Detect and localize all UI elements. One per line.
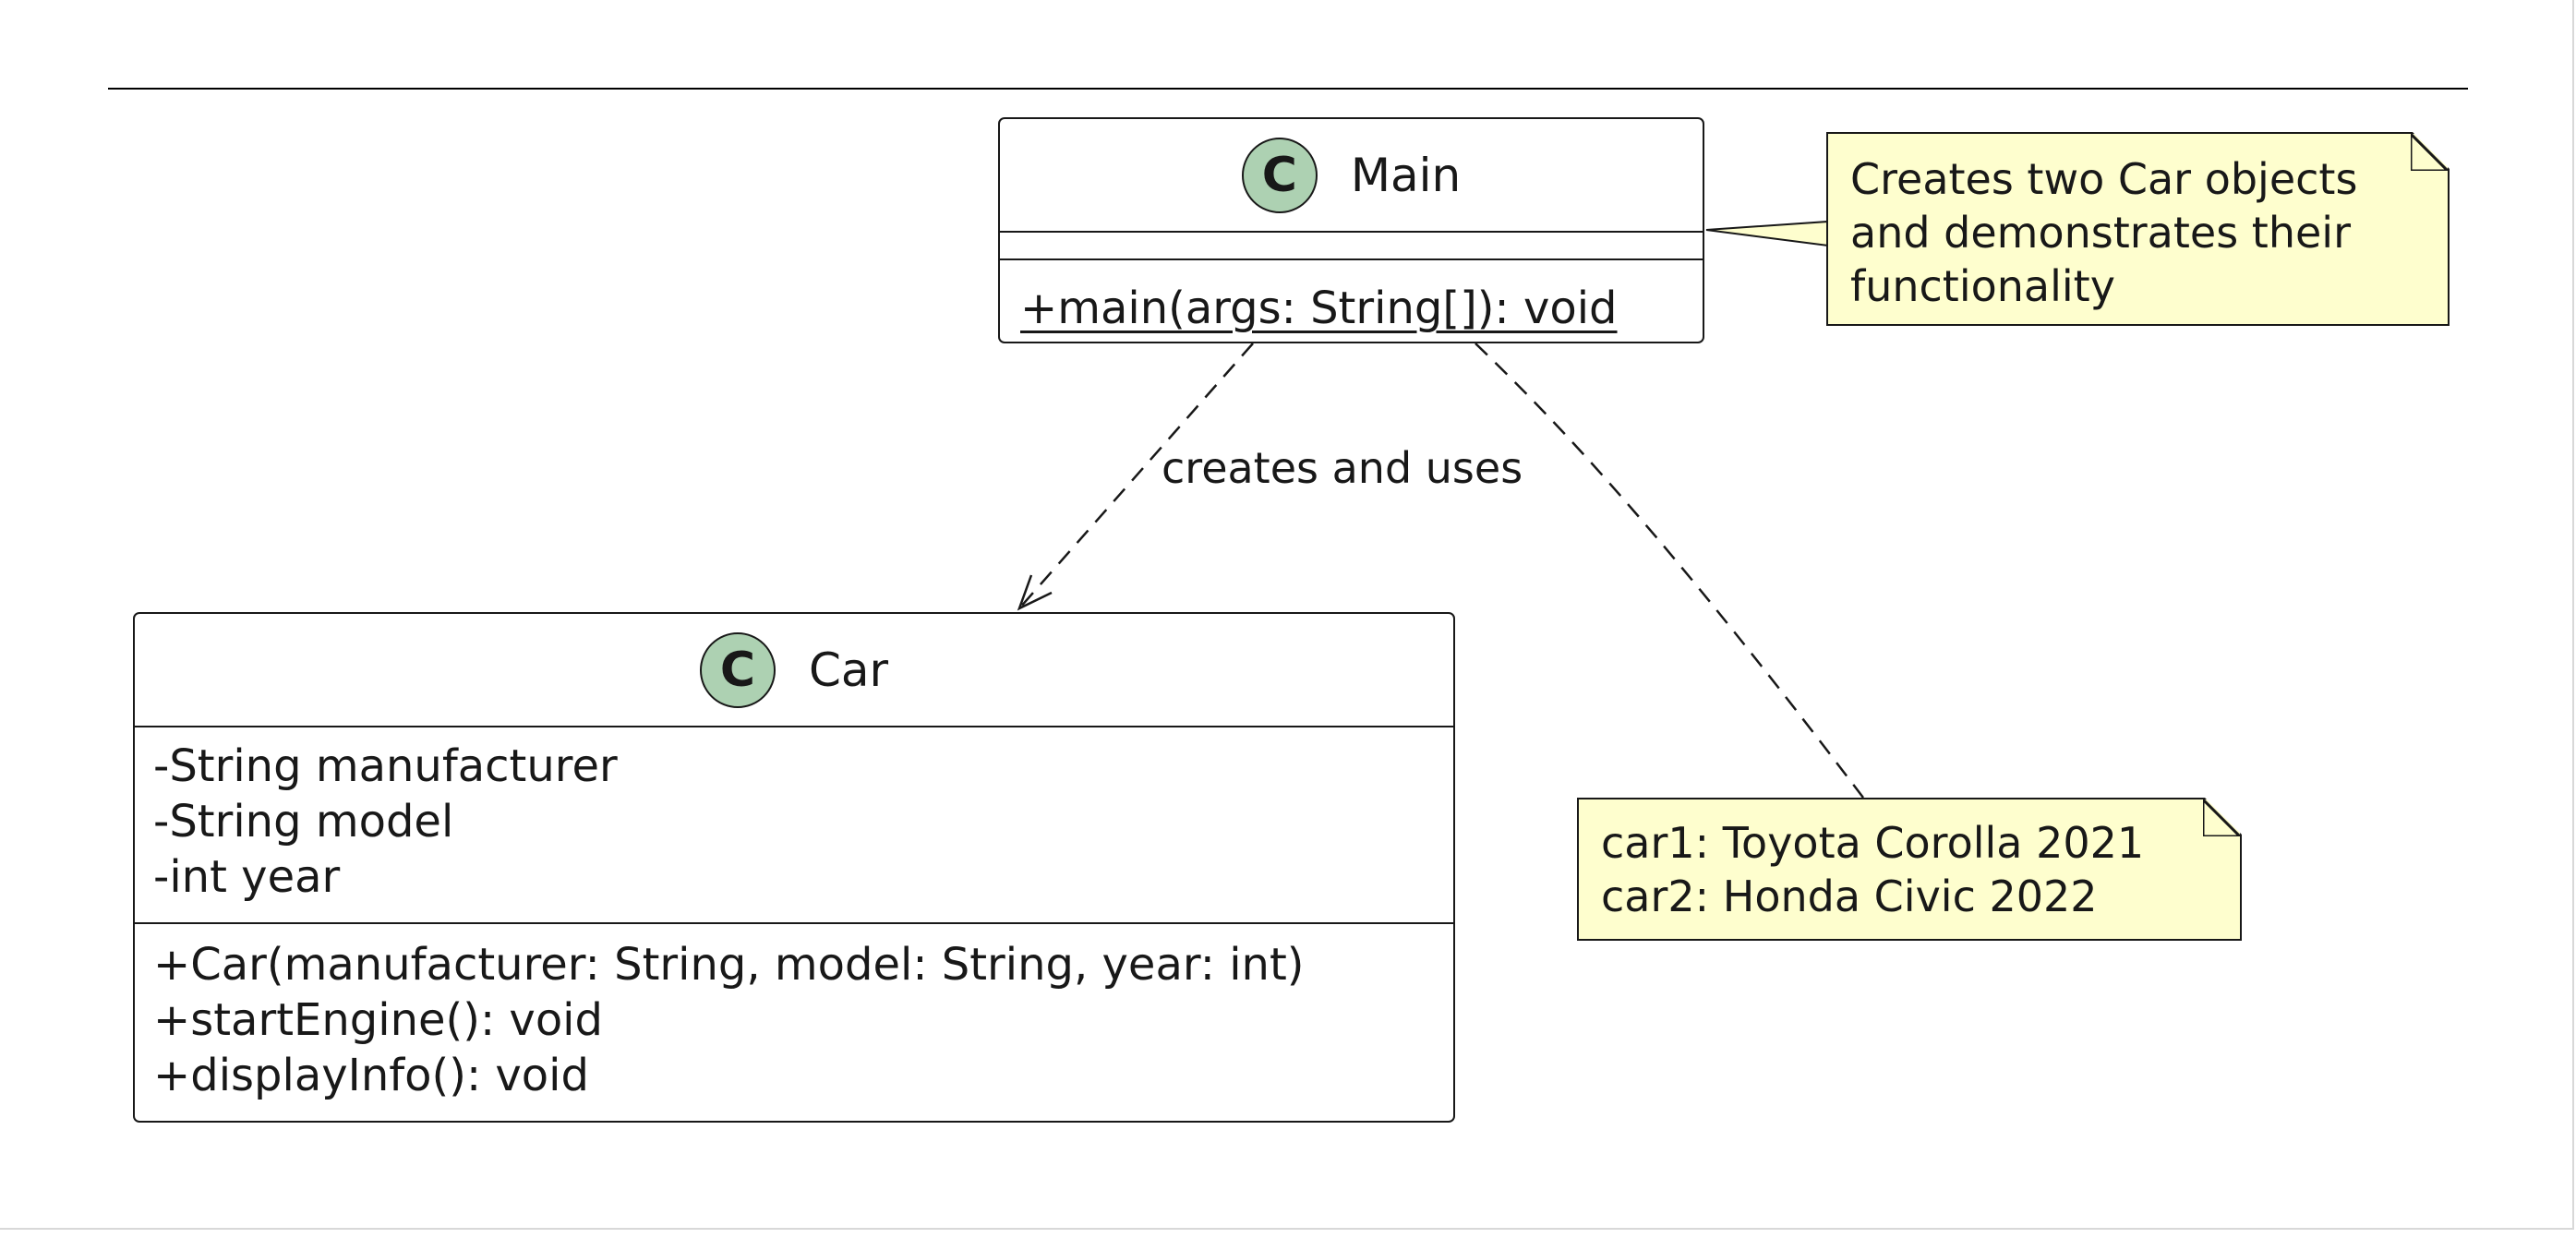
note-fold-icon	[2411, 134, 2448, 171]
attribute-manufacturer: -String manufacturer	[153, 740, 618, 792]
method-display-info: +displayInfo(): void	[153, 1050, 589, 1101]
note-car-instances[interactable]: car1: Toyota Corolla 2021 car2: Honda Ci…	[1577, 798, 2242, 941]
note-fold-icon	[2203, 799, 2240, 836]
class-car-header: C Car	[135, 614, 1453, 727]
class-car-name: Car	[808, 643, 889, 697]
class-car-attributes: -String manufacturer -String model -int …	[135, 727, 1453, 924]
class-main-methods: +main(args: String[]): void	[1000, 260, 1703, 336]
note-line: car2: Honda Civic 2022	[1601, 871, 2098, 921]
class-main-attributes	[1000, 233, 1703, 260]
note-line: Creates two Car objects	[1850, 154, 2358, 204]
cars-note-anchor-line	[1475, 343, 1864, 799]
main-note-anchor	[1705, 220, 1829, 247]
relation-label: creates and uses	[1162, 443, 1523, 493]
dependency-arrowhead	[1017, 574, 1053, 611]
class-car[interactable]: C Car -String manufacturer -String model…	[133, 612, 1455, 1123]
dependency-line	[1018, 343, 1254, 609]
method-start-engine: +startEngine(): void	[153, 994, 603, 1046]
class-main-header: C Main	[1000, 119, 1703, 233]
note-main[interactable]: Creates two Car objects and demonstrates…	[1826, 132, 2450, 326]
class-stereotype-icon: C	[1241, 137, 1318, 213]
method-car-constructor: +Car(manufacturer: String, model: String…	[153, 939, 1305, 991]
class-main[interactable]: C Main +main(args: String[]): void	[998, 117, 1704, 343]
attribute-model: -String model	[153, 796, 454, 847]
class-car-methods: +Car(manufacturer: String, model: String…	[135, 924, 1453, 1103]
note-line: and demonstrates their	[1850, 208, 2351, 258]
class-main-name: Main	[1350, 148, 1462, 202]
title-rule	[108, 88, 2468, 90]
note-line: car1: Toyota Corolla 2021	[1601, 818, 2145, 868]
class-stereotype-icon: C	[699, 631, 776, 708]
method-main: +main(args: String[]): void	[1020, 282, 1618, 334]
note-line: functionality	[1850, 261, 2115, 311]
attribute-year: -int year	[153, 851, 341, 903]
